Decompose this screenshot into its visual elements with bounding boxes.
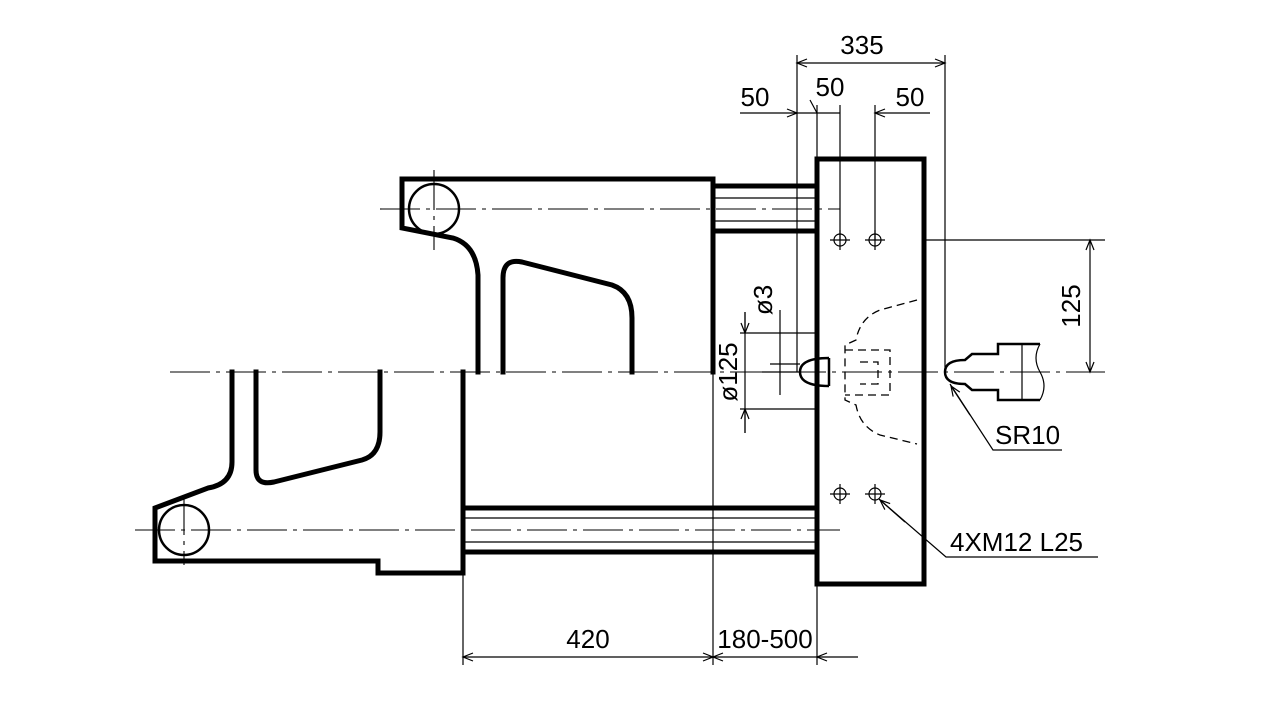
upper-arm-window <box>500 258 635 375</box>
dim-180-500-label: 180-500 <box>717 624 812 654</box>
dim-50-right-label: 50 <box>896 82 925 112</box>
lower-pivot-pin <box>157 503 211 557</box>
stationary-platen <box>814 156 927 587</box>
sprue-bushing-hidden <box>845 349 891 396</box>
dim-50-left-label: 50 <box>741 82 770 112</box>
dim-335-label: 335 <box>840 30 883 60</box>
sr10-label: SR10 <box>995 420 1060 450</box>
upper-pivot-pin <box>407 182 461 236</box>
dim-420-label: 420 <box>566 624 609 654</box>
bolt-hole-label: 4XM12 L25 <box>950 527 1083 557</box>
locating-ring-hidden <box>844 299 918 445</box>
lower-toggle-arm <box>152 369 466 576</box>
sr10-arrow <box>950 384 971 416</box>
bolt-holes <box>830 230 885 504</box>
upper-toggle-arm <box>399 176 716 375</box>
dim-50-tick <box>809 99 818 114</box>
bolt-hole-arrow <box>878 498 906 523</box>
dim-125-label: 125 <box>1056 284 1086 327</box>
dim-50-mid-label: 50 <box>816 72 845 102</box>
dim-dia3-label: ø3 <box>748 285 778 315</box>
nozzle-break-line <box>1035 343 1045 401</box>
lower-arm-window <box>253 369 383 486</box>
dim-dia125-label: ø125 <box>713 342 743 401</box>
extension-lines <box>462 55 1105 665</box>
